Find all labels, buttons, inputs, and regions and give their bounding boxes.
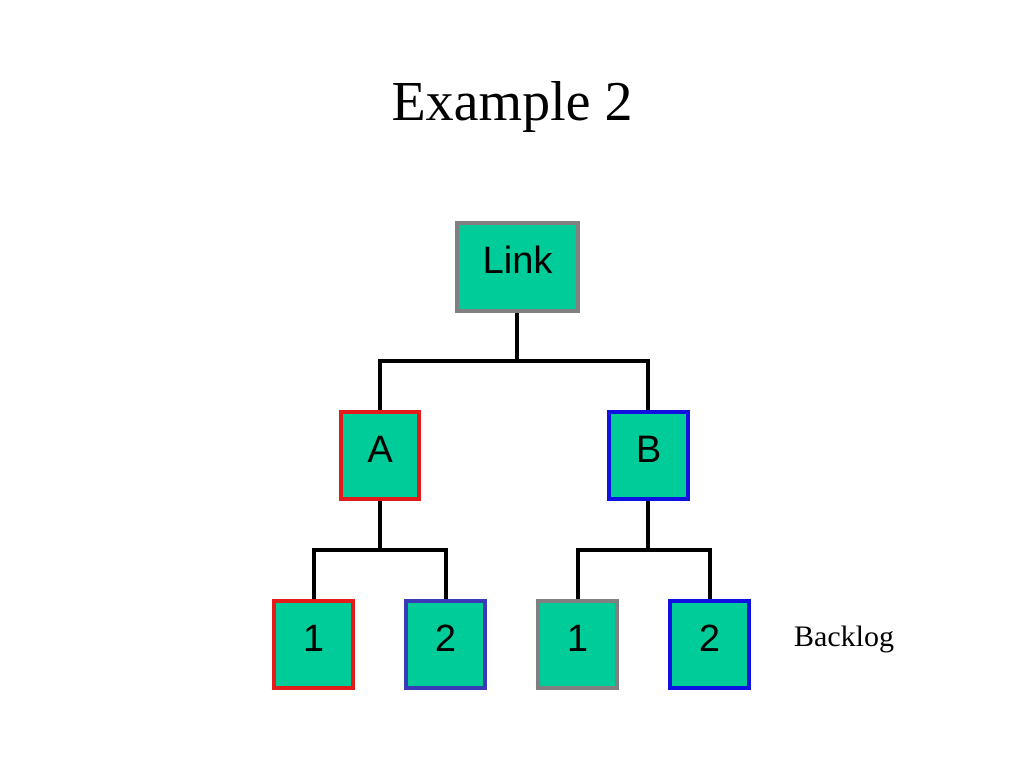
node-b-2-label: 2 (699, 618, 720, 660)
node-b: B (607, 410, 690, 501)
node-b-1-label: 1 (567, 618, 588, 660)
node-b-1-box (536, 599, 619, 690)
connector-a-to-children (312, 498, 448, 602)
node-a-2: 2 (404, 599, 487, 690)
node-b-2: 2 (668, 599, 751, 690)
node-a-1: 1 (272, 599, 355, 690)
node-link-label: Link (483, 240, 554, 282)
node-a-2-box (404, 599, 487, 690)
node-b-box (607, 410, 690, 501)
connector-b-to-children (576, 498, 712, 602)
node-a-label: A (367, 429, 393, 471)
node-a-2-label: 2 (435, 618, 456, 660)
node-b-1: 1 (536, 599, 619, 690)
node-a-1-box (272, 599, 355, 690)
node-link: Link (455, 221, 580, 313)
node-b-label: B (636, 429, 661, 471)
node-a-box (339, 410, 421, 501)
backlog-label: Backlog (794, 620, 894, 653)
slide-title: Example 2 (391, 71, 633, 133)
node-a-1-label: 1 (303, 618, 324, 660)
connectors (312, 310, 712, 602)
node-link-box (455, 221, 580, 313)
node-b-2-box (668, 599, 751, 690)
connector-link-to-children (378, 310, 650, 413)
node-a: A (339, 410, 421, 501)
